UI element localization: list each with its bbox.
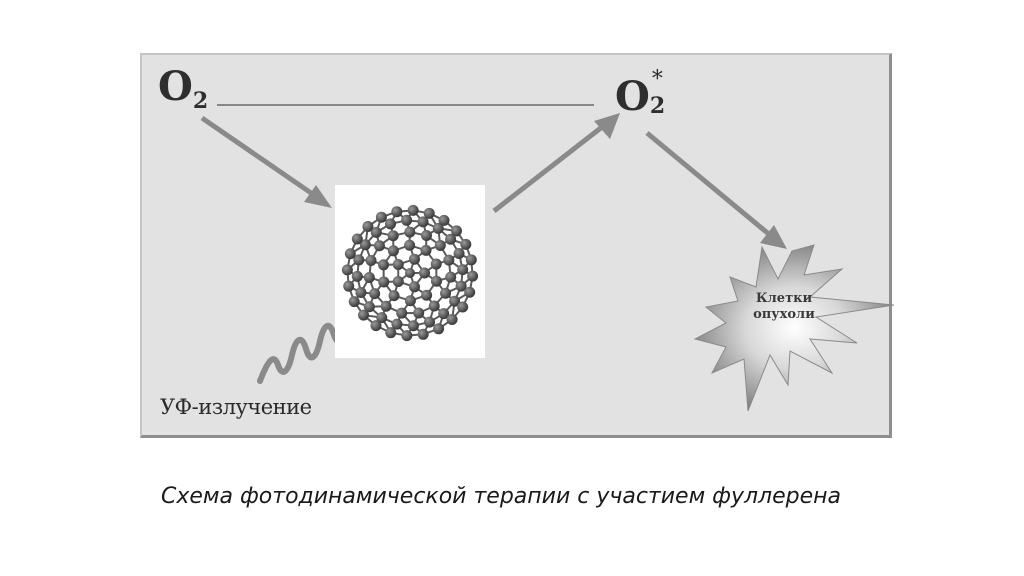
fullerene-atom bbox=[443, 254, 455, 266]
fullerene-atom bbox=[401, 330, 413, 342]
fullerene-atom bbox=[433, 323, 445, 335]
fullerene-atom bbox=[408, 253, 420, 265]
fullerene-atom bbox=[391, 206, 403, 218]
oxygen-symbol: O bbox=[158, 63, 193, 110]
fullerene-atom bbox=[353, 254, 365, 266]
fullerene-atom bbox=[404, 226, 416, 238]
fullerene-atom bbox=[351, 270, 363, 282]
fullerene-atom bbox=[421, 289, 433, 301]
fullerene-atom bbox=[457, 264, 469, 276]
fullerene-atom bbox=[417, 328, 429, 340]
oxygen-subscript: 2 bbox=[192, 88, 209, 114]
fullerene-atom bbox=[460, 238, 472, 250]
fullerene-molecule-icon bbox=[341, 204, 479, 342]
fullerene-atom bbox=[464, 286, 476, 298]
fullerene-atom bbox=[348, 296, 360, 308]
fullerene-atom bbox=[387, 245, 399, 257]
fullerene-atom bbox=[438, 308, 450, 320]
fullerene-atom bbox=[359, 239, 371, 251]
fullerene-atom bbox=[344, 248, 356, 260]
fullerene-atom bbox=[355, 287, 367, 299]
fullerene-atom bbox=[362, 221, 374, 233]
fullerene-panel bbox=[335, 185, 485, 358]
fullerene-atom bbox=[438, 214, 450, 226]
fullerene-atom bbox=[450, 225, 462, 237]
tumor-label: Клетки опухоли bbox=[750, 291, 818, 323]
fullerene-atom bbox=[445, 271, 457, 283]
fullerene-atom bbox=[392, 276, 404, 288]
singlet-oxygen-subscript: 2 bbox=[649, 93, 666, 119]
uv-wave-icon bbox=[257, 323, 351, 384]
fullerene-atom bbox=[370, 226, 382, 238]
fullerene-atom bbox=[375, 211, 387, 223]
fullerene-atom bbox=[387, 230, 399, 242]
fullerene-atom bbox=[378, 259, 390, 271]
singlet-oxygen-formula: O*2 bbox=[615, 69, 668, 119]
fullerene-atom bbox=[430, 258, 442, 270]
tumor-label-line1: Клетки bbox=[755, 291, 813, 306]
fullerene-atom bbox=[453, 247, 465, 259]
fullerene-atom bbox=[341, 264, 353, 276]
fullerene-atom bbox=[413, 307, 425, 319]
fullerene-atom bbox=[420, 230, 432, 242]
fpt-diagram: O2 O*2 Клетки опухоли УФ-излучение bbox=[140, 53, 894, 438]
fullerene-atom bbox=[423, 207, 435, 219]
diagram-graphics bbox=[200, 104, 894, 412]
arrow-o2star-to-tumor bbox=[645, 131, 787, 249]
fullerene-atom bbox=[408, 281, 420, 293]
fullerene-atom bbox=[365, 255, 377, 267]
tumor-burst-icon bbox=[693, 244, 894, 412]
fullerene-atom bbox=[428, 300, 440, 312]
fullerene-atom bbox=[370, 320, 382, 332]
fullerene-atom bbox=[369, 288, 381, 300]
singlet-oxygen-superscript: * bbox=[651, 67, 663, 92]
fullerene-atom bbox=[446, 313, 458, 325]
fullerene-atom bbox=[424, 316, 436, 328]
fullerene-atom bbox=[404, 295, 416, 307]
fullerene-atom bbox=[455, 280, 467, 292]
fullerene-atom bbox=[419, 267, 431, 279]
fullerene-atom bbox=[434, 239, 446, 251]
uv-radiation-label: УФ-излучение bbox=[160, 395, 312, 419]
fullerene-atom bbox=[407, 204, 419, 216]
fullerene-atom bbox=[351, 233, 363, 245]
fullerene-atom bbox=[396, 307, 408, 319]
oxygen-formula: O2 bbox=[158, 67, 209, 114]
fullerene-atom bbox=[420, 244, 432, 256]
fullerene-atom bbox=[373, 240, 385, 252]
fullerene-atom bbox=[449, 295, 461, 307]
fullerene-atom bbox=[376, 312, 388, 324]
fullerene-atom bbox=[363, 301, 375, 313]
fullerene-atom bbox=[378, 276, 390, 288]
arrow-fullerene-to-o2star bbox=[492, 113, 620, 213]
fullerene-atom bbox=[343, 280, 355, 292]
tumor-label-line2: опухоли bbox=[753, 307, 815, 322]
fullerene-atom bbox=[465, 254, 477, 266]
arrow-o2-to-fullerene bbox=[200, 115, 332, 208]
fullerene-atom bbox=[432, 222, 444, 234]
fullerene-atom bbox=[401, 214, 413, 226]
fullerene-atom bbox=[388, 290, 400, 302]
fullerene-atom bbox=[417, 216, 429, 228]
singlet-oxygen-symbol: O bbox=[615, 73, 650, 120]
fullerene-atom bbox=[391, 318, 403, 330]
fullerene-atom bbox=[358, 309, 370, 321]
fullerene-atom bbox=[392, 258, 404, 270]
fullerene-atom bbox=[404, 239, 416, 251]
figure-caption: Схема фотодинамической терапии с участие… bbox=[161, 484, 842, 509]
fullerene-atom bbox=[445, 233, 457, 245]
fullerene-atom bbox=[385, 327, 397, 339]
fullerene-atom bbox=[467, 270, 479, 282]
fullerene-atom bbox=[363, 271, 375, 283]
fullerene-atom bbox=[384, 218, 396, 230]
fullerene-atom bbox=[457, 301, 469, 313]
fullerene-atom bbox=[380, 300, 392, 312]
fullerene-atom bbox=[440, 287, 452, 299]
fullerene-atom bbox=[430, 275, 442, 287]
fullerene-atom bbox=[405, 268, 415, 278]
fullerene-atom bbox=[407, 320, 419, 332]
